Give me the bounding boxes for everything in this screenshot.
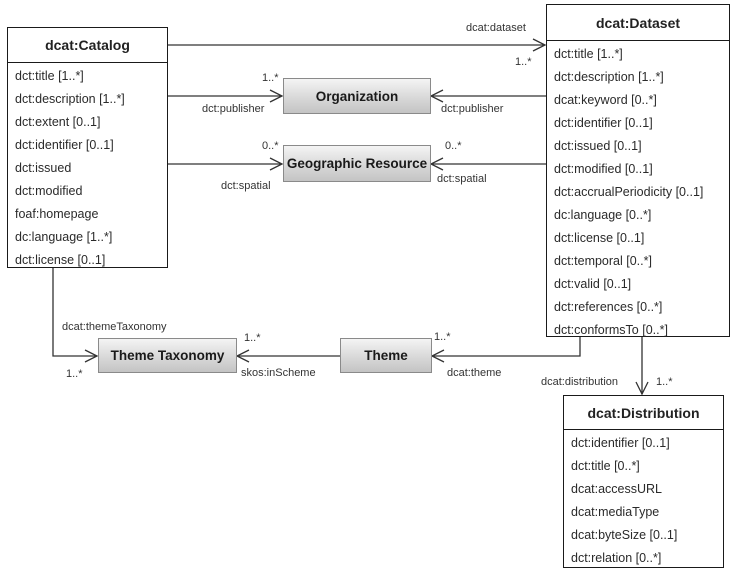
- class-catalog-title: dcat:Catalog: [8, 28, 167, 63]
- class-distribution-attributes: dct:identifier [0..1] dct:title [0..*] d…: [564, 430, 723, 570]
- edge-label-catalog-dataset: dcat:dataset: [466, 22, 526, 34]
- multiplicity-catalog-theme-taxonomy: 1..*: [66, 368, 83, 380]
- node-organization[interactable]: Organization: [283, 78, 431, 114]
- attribute: dct:title [1..*]: [554, 47, 623, 61]
- edge-label-catalog-theme-taxonomy: dcat:themeTaxonomy: [62, 321, 167, 333]
- attribute: dcat:mediaType: [571, 505, 660, 519]
- class-dataset-attributes: dct:title [1..*] dct:description [1..*] …: [547, 41, 729, 342]
- multiplicity-theme-in-scheme: 1..*: [244, 332, 261, 344]
- attribute: dct:accrualPeriodicity [0..1]: [554, 185, 704, 199]
- node-theme[interactable]: Theme: [340, 338, 432, 373]
- multiplicity-catalog-spatial: 0..*: [262, 140, 279, 152]
- arrowhead-theme-in-scheme: [235, 349, 250, 363]
- attribute: dc:language [0..*]: [554, 208, 652, 222]
- arrowhead-dataset-distribution: [635, 381, 649, 396]
- attribute: dct:description [1..*]: [15, 92, 125, 106]
- edge-catalog-theme-taxonomy: [52, 267, 97, 357]
- arrowhead-catalog-spatial: [269, 157, 284, 171]
- edge-label-dataset-distribution: dcat:distribution: [541, 376, 619, 388]
- arrowhead-dataset-spatial: [429, 157, 444, 171]
- class-distribution[interactable]: dcat:Distribution dct:identifier [0..1] …: [563, 395, 724, 568]
- attribute: dct:identifier [0..1]: [571, 436, 670, 450]
- multiplicity-dataset-distribution: 1..*: [656, 376, 673, 388]
- attribute: dct:title [1..*]: [15, 69, 84, 83]
- attribute: dcat:accessURL: [571, 482, 663, 496]
- attribute: dct:valid [0..1]: [554, 277, 632, 291]
- attribute: dct:modified [0..1]: [554, 162, 653, 176]
- edge-label-theme-in-scheme: skos:inScheme: [241, 367, 316, 379]
- arrowhead-catalog-theme-taxonomy: [84, 349, 99, 363]
- attribute: dct:license [0..1]: [15, 253, 106, 267]
- class-dataset-title: dcat:Dataset: [547, 5, 729, 41]
- arrowhead-catalog-dataset: [532, 38, 547, 52]
- attribute: dct:conformsTo [0..*]: [554, 323, 668, 337]
- attribute: dct:issued [0..1]: [554, 139, 642, 153]
- arrowhead-dataset-theme: [430, 349, 445, 363]
- class-catalog[interactable]: dcat:Catalog dct:title [1..*] dct:descri…: [7, 27, 168, 268]
- attribute: dct:issued: [15, 161, 72, 175]
- class-dataset[interactable]: dcat:Dataset dct:title [1..*] dct:descri…: [546, 4, 730, 337]
- edge-label-catalog-publisher: dct:publisher: [202, 103, 265, 115]
- attribute: dct:relation [0..*]: [571, 551, 662, 565]
- attribute: dct:extent [0..1]: [15, 115, 101, 129]
- class-catalog-attributes: dct:title [1..*] dct:description [1..*] …: [8, 63, 167, 272]
- multiplicity-catalog-publisher: 1..*: [262, 72, 279, 84]
- attribute: dc:language [1..*]: [15, 230, 113, 244]
- multiplicity-dataset-spatial: 0..*: [445, 140, 462, 152]
- arrowhead-dataset-publisher: [429, 89, 444, 103]
- attribute: dct:temporal [0..*]: [554, 254, 652, 268]
- edge-label-dataset-spatial: dct:spatial: [437, 173, 487, 185]
- attribute: dct:description [1..*]: [554, 70, 664, 84]
- edge-label-dataset-publisher: dct:publisher: [441, 103, 504, 115]
- attribute: dct:references [0..*]: [554, 300, 663, 314]
- attribute: foaf:homepage: [15, 207, 99, 221]
- arrowhead-catalog-publisher: [269, 89, 284, 103]
- attribute: dct:title [0..*]: [571, 459, 640, 473]
- attribute: dcat:keyword [0..*]: [554, 93, 657, 107]
- node-theme-taxonomy[interactable]: Theme Taxonomy: [98, 338, 237, 373]
- edge-dataset-theme: [432, 336, 581, 357]
- attribute: dct:identifier [0..1]: [15, 138, 114, 152]
- multiplicity-catalog-dataset: 1..*: [515, 56, 532, 68]
- edge-label-catalog-spatial: dct:spatial: [221, 180, 271, 192]
- attribute: dcat:byteSize [0..1]: [571, 528, 678, 542]
- node-geographic-resource[interactable]: Geographic Resource: [283, 145, 431, 182]
- attribute: dct:modified: [15, 184, 83, 198]
- class-distribution-title: dcat:Distribution: [564, 396, 723, 430]
- edge-label-dataset-theme: dcat:theme: [447, 367, 502, 379]
- attribute: dct:identifier [0..1]: [554, 116, 653, 130]
- multiplicity-dataset-theme: 1..*: [434, 331, 451, 343]
- attribute: dct:license [0..1]: [554, 231, 645, 245]
